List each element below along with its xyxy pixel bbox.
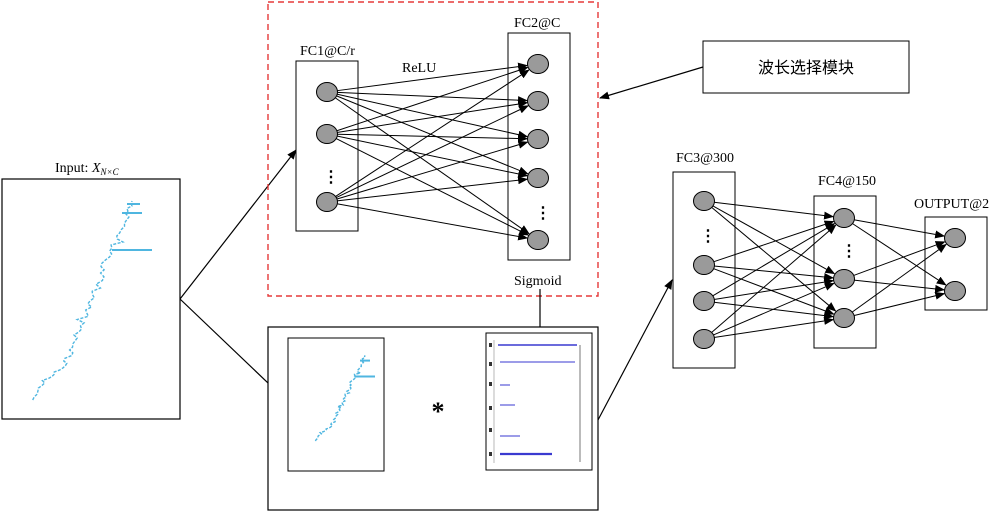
fc3-neurons	[693, 191, 715, 349]
weights-tick	[489, 362, 492, 366]
fc3-fc4-edge	[712, 282, 835, 336]
fc3-fc4-edge	[713, 317, 835, 339]
fc4-output-edge	[852, 223, 947, 286]
fc1-fc2-edge	[335, 105, 529, 199]
fc4-output-edge	[853, 241, 946, 277]
arrow-product-to-fc3	[597, 279, 673, 421]
fc1-fc2-edge	[336, 62, 529, 92]
weights-tick	[489, 382, 492, 386]
fc4-label: FC4@150	[818, 174, 876, 189]
relu-label: ReLU	[402, 61, 436, 76]
fc1-fc2-edge	[336, 176, 529, 202]
fc3-neuron	[693, 255, 715, 275]
fc3-fc4-edge	[711, 224, 837, 333]
fc2-neuron	[527, 91, 549, 111]
fc2-neuron	[527, 168, 549, 188]
product-spectrum-plot	[314, 355, 375, 442]
fc1-fc2-edge	[336, 140, 529, 200]
fc4-ellipsis: ⋮	[841, 243, 857, 260]
output-neuron	[944, 281, 966, 301]
fc1-fc2-edge	[336, 66, 529, 132]
fc1-neuron	[316, 82, 338, 102]
module-label-box	[702, 40, 910, 94]
output-label: OUTPUT@2	[914, 197, 989, 212]
fc3-label: FC3@300	[676, 151, 734, 166]
fc1-fc2-edge	[336, 91, 529, 105]
fc3-fc4-edge	[712, 223, 836, 297]
fc3-ellipsis: ⋮	[700, 228, 716, 245]
input-panel: Input: XN×C	[1, 161, 181, 420]
fc3-neuron	[693, 291, 715, 311]
fc3-fc4-edge	[713, 278, 835, 300]
input-frame	[1, 178, 181, 420]
fc2-neuron	[527, 129, 549, 149]
multiply-symbol: *	[432, 397, 445, 426]
fc2-neuron	[527, 230, 549, 250]
weights-tick	[489, 406, 492, 410]
fc4-output-edge	[851, 243, 947, 313]
weights-tick	[489, 452, 492, 456]
arrow-module-label	[599, 66, 704, 100]
spectrum-curve	[314, 355, 366, 442]
fc1-fc2-edge	[334, 97, 530, 235]
fc3-fc4-edge	[713, 220, 835, 263]
fc4-output-edge	[853, 291, 946, 317]
fc4-neuron	[833, 308, 855, 328]
fc1-fc2-edge	[336, 100, 529, 133]
output-neurons	[944, 228, 966, 301]
fc4-output-edge	[853, 279, 946, 293]
fc1-fc2-edge	[335, 138, 530, 236]
fc2-neuron	[527, 54, 549, 74]
output-neuron	[944, 228, 966, 248]
weights-tick	[489, 428, 492, 432]
arrow-input-to-fc1	[179, 149, 297, 300]
weights-frame	[485, 332, 593, 471]
fc4-neurons	[833, 208, 855, 328]
fc1-fc2-connections	[334, 62, 530, 241]
spectrum-curve	[32, 200, 133, 401]
fc1-fc2-edge	[336, 95, 529, 175]
input-label: Input: XN×C	[55, 161, 120, 177]
module-label: 波长选择模块	[758, 58, 854, 77]
fc1-ellipsis: ⋮	[323, 169, 339, 186]
fc4-output-edge	[853, 219, 946, 239]
fc3-fc4-edge	[713, 268, 835, 315]
fc1-neuron	[316, 124, 338, 144]
fc1-fc2-edge	[335, 69, 530, 197]
fc1-fc2-edge	[336, 203, 529, 241]
fc1-label: FC1@C/r	[300, 44, 355, 59]
fc2-ellipsis: ⋮	[535, 205, 551, 222]
fc3-fc4-edge	[713, 265, 835, 281]
fc1-fc2-edge	[336, 133, 529, 143]
fc4-neuron	[833, 269, 855, 289]
fc3-fc4-edge	[712, 205, 836, 275]
weights-tick	[489, 343, 492, 347]
fc1-fc2-edge	[336, 93, 529, 139]
fc3-neuron	[693, 329, 715, 349]
product-spectrum-frame	[287, 337, 385, 472]
fc1-fc2-edge	[336, 135, 529, 178]
fc1-neuron	[316, 192, 338, 212]
weights-plot	[489, 340, 581, 463]
fc2-neurons	[527, 54, 549, 250]
fc3-neuron	[693, 191, 715, 211]
wavelength-selection-box	[267, 1, 599, 297]
sigmoid-label: Sigmoid	[514, 274, 561, 289]
input-spectrum-plot	[32, 200, 152, 401]
fc2-label: FC2@C	[514, 16, 560, 31]
fc1-neurons	[316, 82, 338, 212]
fc3-fc4-edge	[713, 201, 835, 220]
fc4-neuron	[833, 208, 855, 228]
classifier-connections	[711, 201, 947, 339]
